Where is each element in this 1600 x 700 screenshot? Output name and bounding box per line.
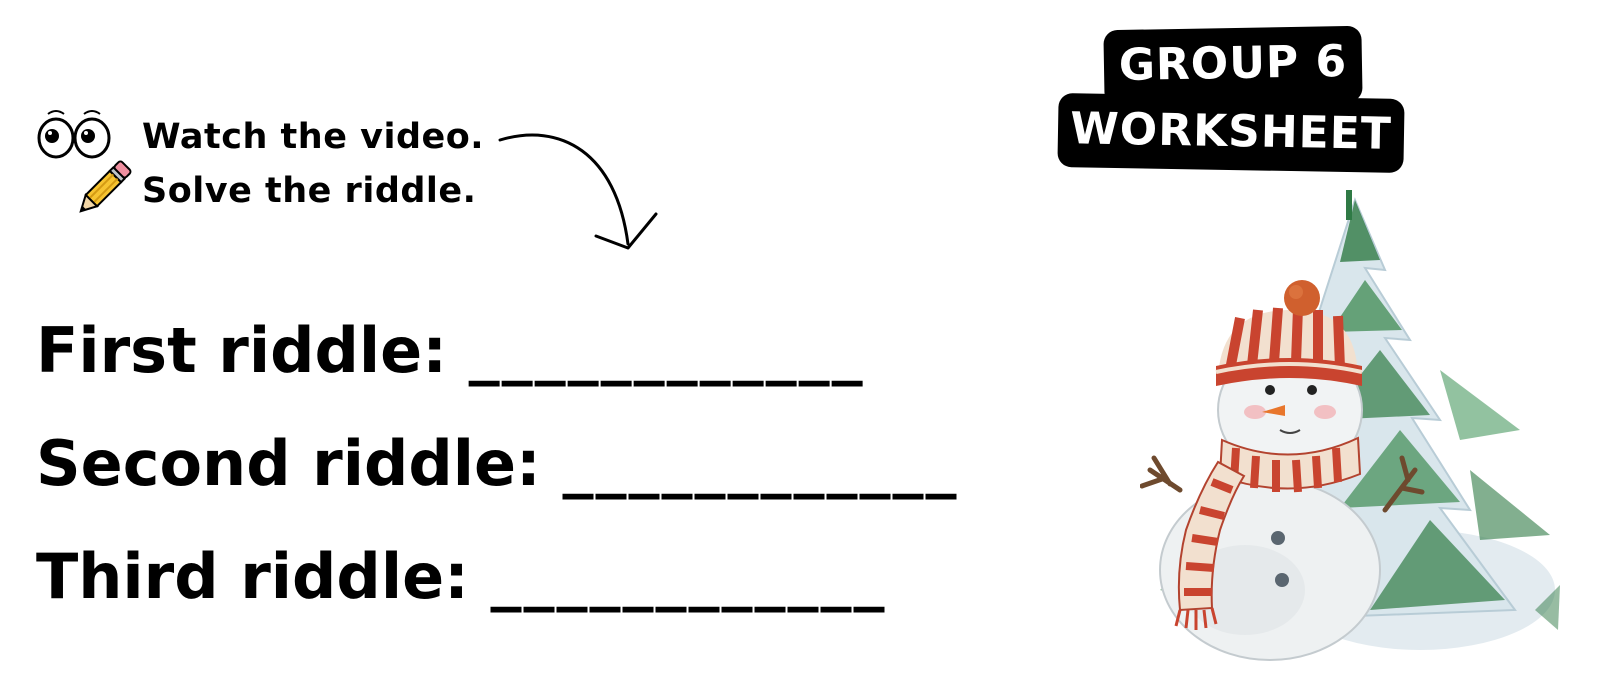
- snowman-icon: [1140, 280, 1425, 661]
- badge-group: GROUP 6: [1103, 25, 1363, 107]
- answer-blank[interactable]: ____________: [490, 540, 887, 613]
- snowman-tree-illustration: [1140, 190, 1560, 661]
- pencil-icon: [79, 160, 132, 213]
- instruction-solve-riddle: Solve the riddle.: [142, 171, 477, 211]
- badge-worksheet: WORKSHEET: [1057, 92, 1405, 174]
- riddle-row-third: Third riddle: ____________: [36, 546, 887, 608]
- riddle-row-first: First riddle: ____________: [36, 320, 865, 382]
- riddle-row-second: Second riddle: ____________: [36, 433, 958, 495]
- riddle-label: Second riddle:: [36, 427, 541, 500]
- answer-blank[interactable]: ____________: [468, 314, 865, 387]
- riddle-label: Third riddle:: [36, 540, 469, 613]
- answer-blank[interactable]: ____________: [562, 427, 959, 500]
- instruction-watch-video: Watch the video.: [142, 117, 485, 157]
- eyes-icon: [37, 110, 111, 159]
- riddle-label: First riddle:: [36, 314, 447, 387]
- curved-arrow-icon: [498, 133, 658, 250]
